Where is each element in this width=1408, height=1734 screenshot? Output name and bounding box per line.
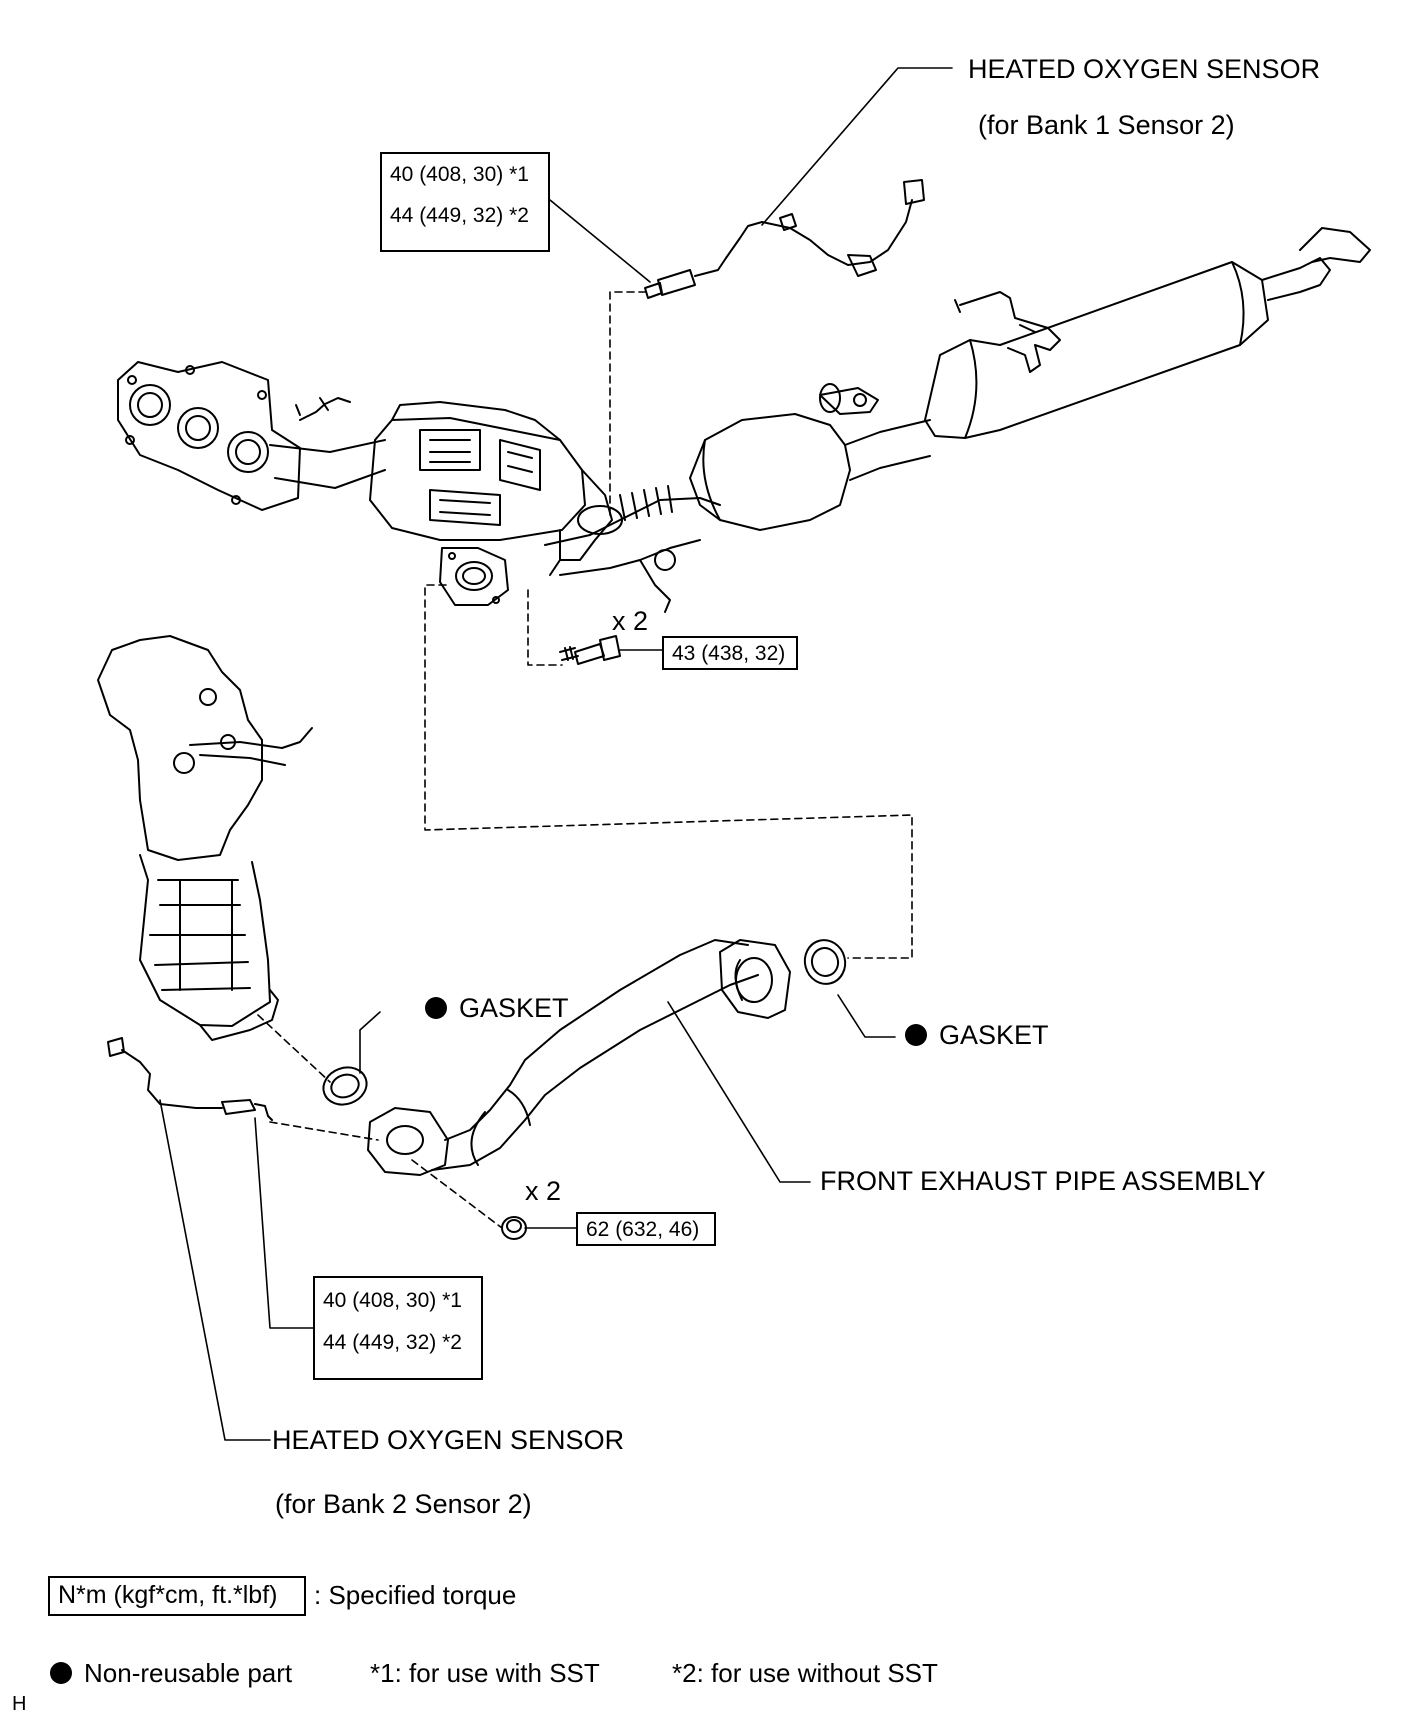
legend-torque-desc: : Specified torque bbox=[314, 1580, 517, 1610]
gasket-right-text: GASKET bbox=[939, 1020, 1049, 1050]
oxygen-sensor-bank2 bbox=[107, 1037, 273, 1121]
torque-without-sst: 44 (449, 32) *2 bbox=[323, 1331, 462, 1354]
exhaust-manifold-bank2 bbox=[97, 635, 313, 1041]
torque-box-bolts: 43 (438, 32) bbox=[662, 636, 798, 670]
non-reusable-dot-icon bbox=[905, 1024, 927, 1046]
nut-quantity: x 2 bbox=[525, 1176, 562, 1206]
legend-non-reusable-text: Non-reusable part bbox=[84, 1658, 293, 1688]
exhaust-manifold-bank1 bbox=[117, 361, 386, 511]
leader-lines bbox=[159, 67, 953, 1441]
torque-box-nuts: 62 (632, 46) bbox=[576, 1212, 716, 1246]
gasket-left-label: GASKET bbox=[425, 995, 569, 1022]
gasket-left-text: GASKET bbox=[459, 993, 569, 1023]
dashed-assembly-lines bbox=[257, 291, 913, 1229]
torque-nuts-value: 62 (632, 46) bbox=[586, 1218, 700, 1241]
front-exhaust-pipe-label: FRONT EXHAUST PIPE ASSEMBLY bbox=[820, 1166, 1266, 1196]
center-flex-pipe bbox=[439, 485, 721, 613]
non-reusable-dot-icon bbox=[50, 1662, 72, 1684]
legend-torque-unit: N*m (kgf*cm, ft.*lbf) bbox=[58, 1581, 278, 1609]
bolt-quantity: x 2 bbox=[612, 606, 649, 636]
bolt bbox=[559, 635, 621, 665]
rear-muffler bbox=[924, 227, 1371, 439]
legend-torque-unit-box: N*m (kgf*cm, ft.*lbf) bbox=[48, 1576, 306, 1616]
sensor-bank2-subtitle: (for Bank 2 Sensor 2) bbox=[275, 1489, 532, 1519]
torque-bolts-value: 43 (438, 32) bbox=[672, 642, 786, 665]
gasket-left bbox=[322, 1066, 368, 1106]
oxygen-sensor-bank1 bbox=[644, 179, 925, 299]
legend-note-2: *2: for use without SST bbox=[672, 1658, 938, 1688]
sensor-bank2-title: HEATED OXYGEN SENSOR bbox=[272, 1425, 625, 1455]
catalytic-converter-bank1 bbox=[369, 401, 613, 576]
corner-mark: H bbox=[12, 1693, 27, 1715]
front-exhaust-pipe-assembly bbox=[367, 939, 791, 1176]
nut bbox=[501, 1216, 527, 1240]
torque-box-sensor-bank1: 40 (408, 30) *1 44 (449, 32) *2 bbox=[380, 152, 550, 252]
torque-without-sst: 44 (449, 32) *2 bbox=[390, 204, 529, 227]
legend-note-1: *1: for use with SST bbox=[370, 1658, 600, 1688]
legend-non-reusable: Non-reusable part bbox=[50, 1660, 292, 1686]
non-reusable-dot-icon bbox=[425, 997, 447, 1019]
gasket-right-label: GASKET bbox=[905, 1022, 1049, 1049]
torque-box-sensor-bank2: 40 (408, 30) *1 44 (449, 32) *2 bbox=[313, 1276, 483, 1380]
sensor-bank1-title: HEATED OXYGEN SENSOR bbox=[968, 54, 1321, 84]
torque-with-sst: 40 (408, 30) *1 bbox=[323, 1289, 462, 1312]
sensor-bank1-subtitle: (for Bank 1 Sensor 2) bbox=[978, 110, 1235, 140]
main-catalytic-converter bbox=[689, 383, 931, 531]
gasket-right bbox=[803, 939, 847, 985]
torque-with-sst: 40 (408, 30) *1 bbox=[390, 163, 529, 186]
